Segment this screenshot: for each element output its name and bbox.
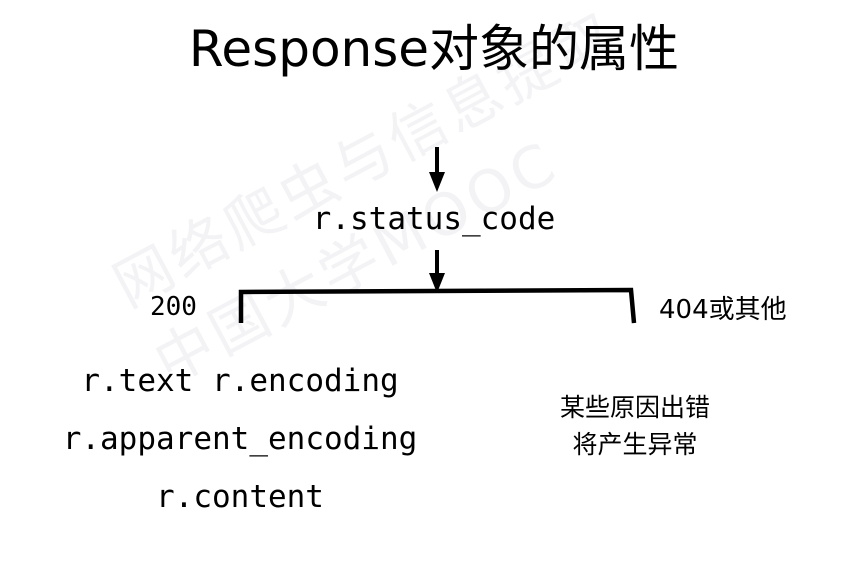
error-reason-line: 某些原因出错 bbox=[559, 393, 710, 422]
page-title: Response对象的属性 bbox=[188, 20, 680, 78]
attr-apparent-encoding: r.apparent_encoding bbox=[62, 421, 418, 457]
arrow-down-to-status-code bbox=[429, 147, 445, 192]
branch-label-200: 200 bbox=[150, 292, 197, 322]
split-bracket bbox=[238, 287, 637, 324]
node-status-code: r.status_code bbox=[312, 201, 556, 237]
branch-success: r.text r.encoding r.apparent_encoding r.… bbox=[0, 352, 480, 526]
arrow-down-to-bracket bbox=[429, 250, 445, 293]
attr-content: r.content bbox=[156, 479, 324, 515]
error-exception-line: 将产生异常 bbox=[572, 430, 698, 459]
branch-error: 某些原因出错 将产生异常 bbox=[504, 389, 766, 463]
attr-text-encoding: r.text r.encoding bbox=[81, 363, 399, 399]
branch-label-404: 404或其他 bbox=[659, 295, 787, 325]
